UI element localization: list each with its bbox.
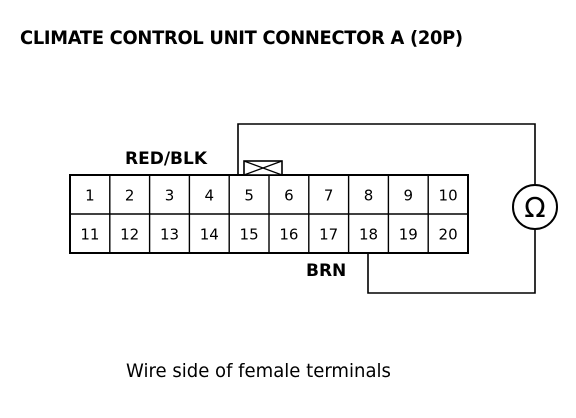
pin-number-2: 2 <box>125 187 135 205</box>
diagram-caption: Wire side of female terminals <box>126 360 391 382</box>
pin-number-12: 12 <box>120 226 139 244</box>
pin-number-7: 7 <box>324 187 334 205</box>
probe-wire-red-blk <box>237 123 536 184</box>
ohm-symbol: Ω <box>524 191 545 224</box>
connector-lock-tab <box>243 160 283 176</box>
pin-number-19: 19 <box>399 226 418 244</box>
wire-label-red-blk: RED/BLK <box>125 149 208 169</box>
pin-number-13: 13 <box>160 226 179 244</box>
pin-number-10: 10 <box>439 187 458 205</box>
wire-label-brn: BRN <box>306 261 346 281</box>
pin-number-8: 8 <box>364 187 374 205</box>
probe-wire-brn <box>367 230 536 294</box>
diagram-title: CLIMATE CONTROL UNIT CONNECTOR A (20P) <box>20 27 463 49</box>
pin-number-5: 5 <box>244 187 254 205</box>
ohmmeter-icon: Ω <box>512 184 558 230</box>
pin-number-15: 15 <box>240 226 259 244</box>
pin-number-1: 1 <box>85 187 95 205</box>
pin-number-17: 17 <box>319 226 338 244</box>
pin-number-4: 4 <box>205 187 215 205</box>
pin-number-6: 6 <box>284 187 294 205</box>
pin-number-14: 14 <box>200 226 219 244</box>
pin-number-11: 11 <box>80 226 99 244</box>
pin-number-20: 20 <box>439 226 458 244</box>
pin-number-3: 3 <box>165 187 175 205</box>
pin-number-9: 9 <box>404 187 414 205</box>
pin-number-18: 18 <box>359 226 378 244</box>
pin-number-16: 16 <box>279 226 298 244</box>
